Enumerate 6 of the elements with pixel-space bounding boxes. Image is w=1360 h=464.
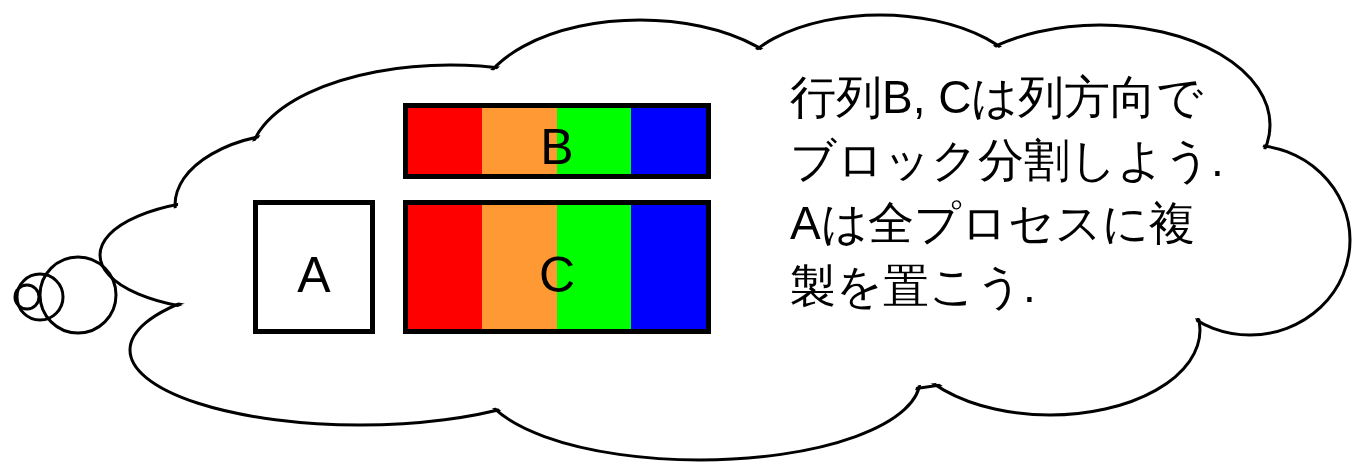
matrix-bar	[403, 103, 711, 179]
thought-text: 行列B, Cは列方向でブロック分割しよう.Aは全プロセスに複製を置こう.	[790, 66, 1235, 318]
matrix-bar	[403, 200, 711, 334]
matrix-box	[253, 200, 375, 334]
matrix-label: A	[296, 250, 332, 300]
matrix-label: C	[537, 250, 577, 300]
